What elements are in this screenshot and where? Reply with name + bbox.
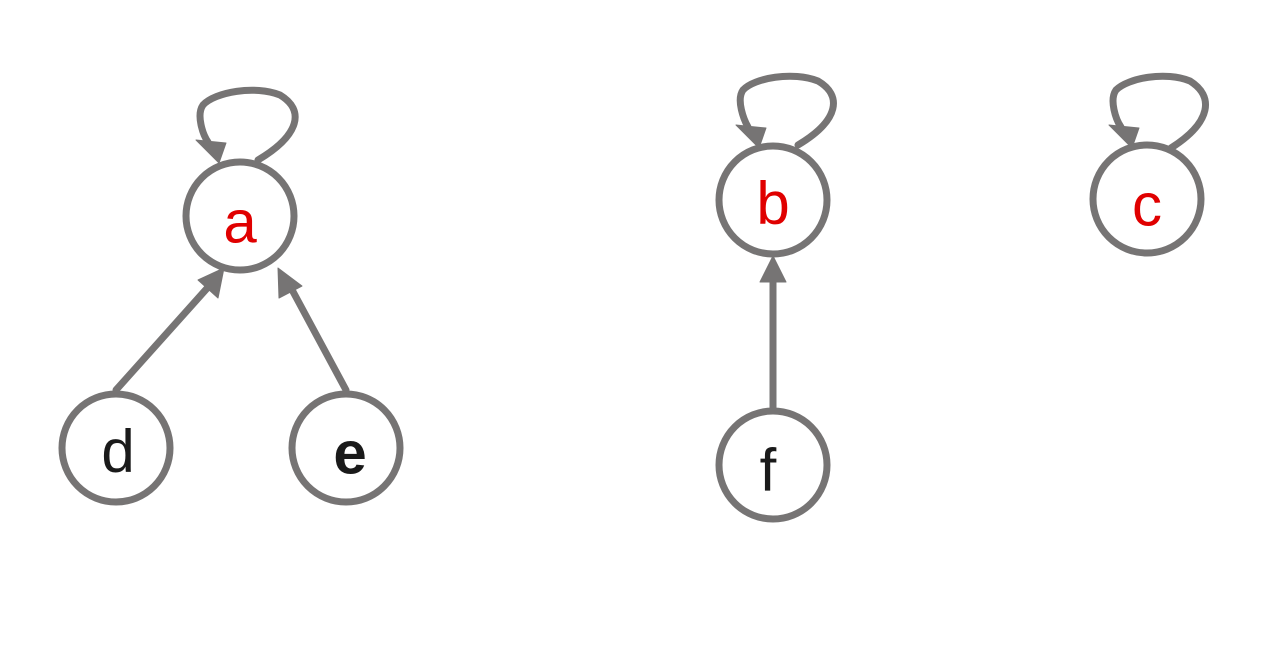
self-loop-c — [1108, 72, 1209, 152]
edge-d-to-a — [112, 267, 225, 394]
node-label-a: a — [223, 189, 257, 256]
node-d: d — [58, 390, 174, 506]
node-label-b: b — [756, 170, 789, 237]
node-label-f: f — [760, 437, 777, 504]
node-c: c — [1089, 141, 1205, 257]
self-loop-b — [735, 72, 837, 149]
node-label-e: e — [333, 420, 366, 487]
node-f: f — [715, 407, 831, 523]
node-e: e — [288, 390, 404, 506]
self-loop-a — [195, 86, 299, 164]
node-b: b — [715, 142, 831, 258]
node-label-c: c — [1132, 172, 1162, 239]
node-a: a — [182, 158, 298, 274]
edge-f-to-b — [759, 255, 787, 412]
edge-e-to-a — [277, 267, 350, 394]
node-label-d: d — [101, 418, 134, 485]
